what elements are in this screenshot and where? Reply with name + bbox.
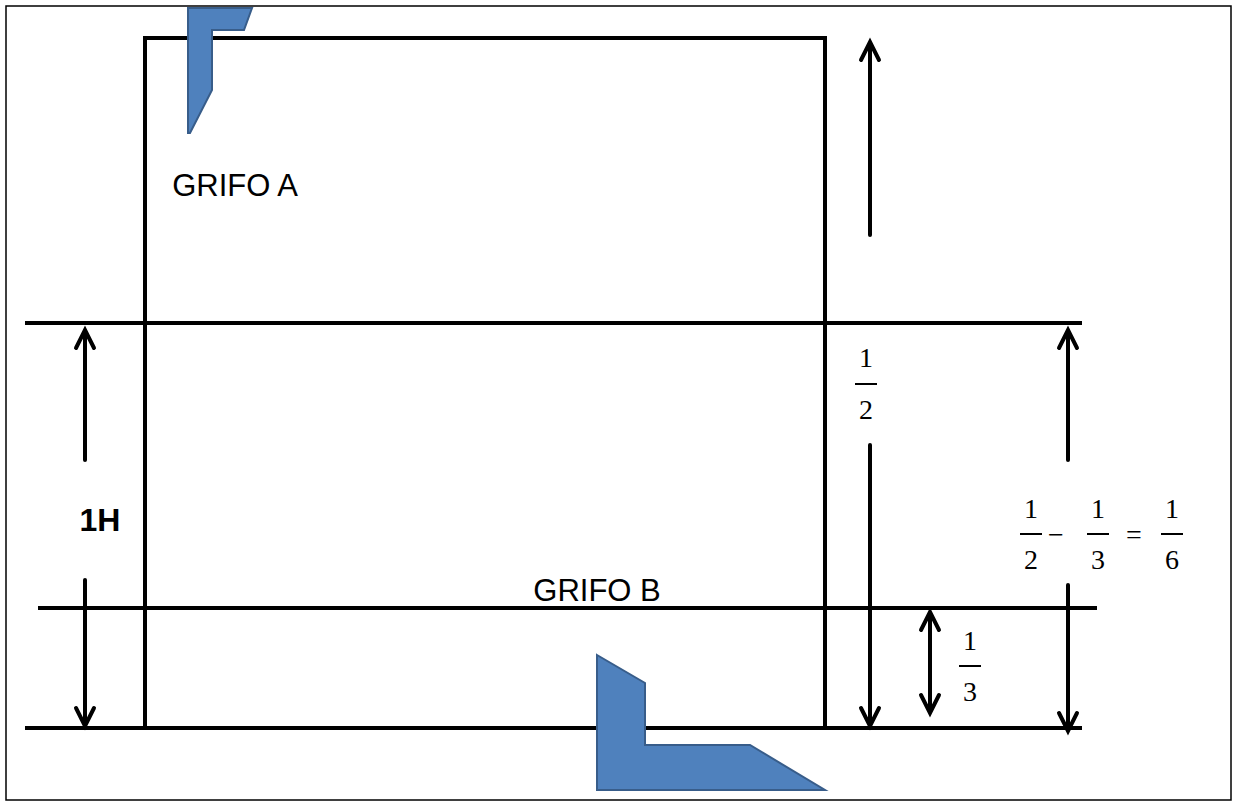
- faucet-label: GRIFO A: [172, 170, 298, 201]
- operator-sign: =: [1126, 521, 1142, 549]
- fraction-numerator: 1: [1091, 495, 1105, 523]
- level-line: [38, 606, 1097, 610]
- tank-lines: [25, 38, 1097, 728]
- faucet-label: GRIFO B: [533, 575, 660, 606]
- height-label: 1H: [80, 504, 121, 536]
- fraction-denominator: 6: [1165, 546, 1179, 574]
- level-line: [25, 321, 1082, 325]
- fraction-denominator: 3: [963, 678, 977, 706]
- faucet-a: [188, 8, 252, 133]
- level-line: [25, 726, 1082, 730]
- fraction-numerator: 1: [963, 627, 977, 655]
- fraction-numerator: 1: [859, 344, 873, 372]
- fraction-numerator: 1: [1165, 495, 1179, 523]
- operator-sign: −: [1048, 521, 1064, 549]
- fraction-bars: [855, 384, 1183, 666]
- faucet-b: [597, 655, 825, 790]
- tank-outline: [145, 38, 825, 728]
- fraction-denominator: 2: [1024, 546, 1038, 574]
- fraction-denominator: 3: [1091, 546, 1105, 574]
- fraction-numerator: 1: [1024, 495, 1038, 523]
- dimension-arrows: [76, 42, 1077, 731]
- frame: [6, 6, 1231, 800]
- fraction-denominator: 2: [859, 396, 873, 424]
